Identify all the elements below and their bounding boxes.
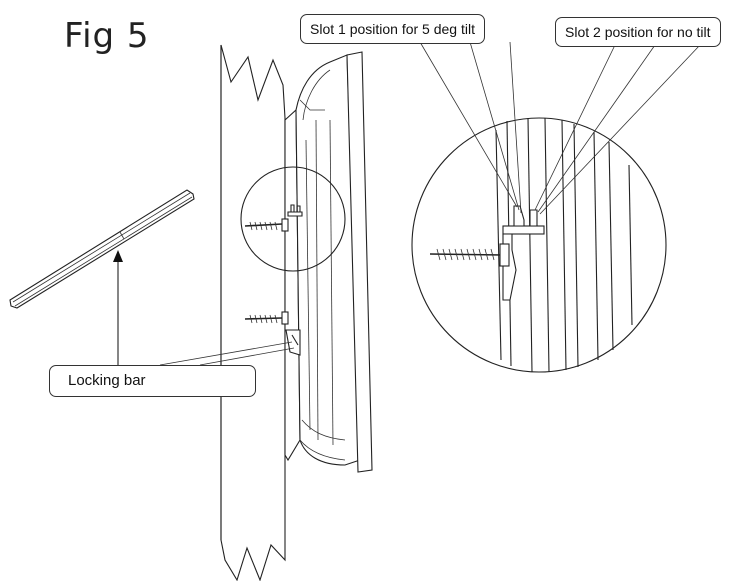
mounted-unit-profile xyxy=(284,51,373,473)
figure-title: Fig 5 xyxy=(64,16,150,56)
detail-circle-large xyxy=(411,117,667,373)
locking-bar xyxy=(9,189,195,309)
slot1-callout: Slot 1 position for 5 deg tilt xyxy=(300,14,485,44)
upper-bracket xyxy=(287,204,303,217)
slot1-leader xyxy=(419,41,522,214)
upper-screw xyxy=(244,218,289,232)
detail-circle-small xyxy=(240,166,346,272)
locking-bar-leader xyxy=(159,341,295,366)
wall-board xyxy=(220,44,286,581)
slot2-leader xyxy=(534,44,701,215)
lower-screw xyxy=(244,311,289,325)
locking-bar-arrow xyxy=(113,250,123,365)
slot2-callout: Slot 2 position for no tilt xyxy=(555,17,721,47)
locking-bar-callout: Locking bar xyxy=(49,365,256,397)
